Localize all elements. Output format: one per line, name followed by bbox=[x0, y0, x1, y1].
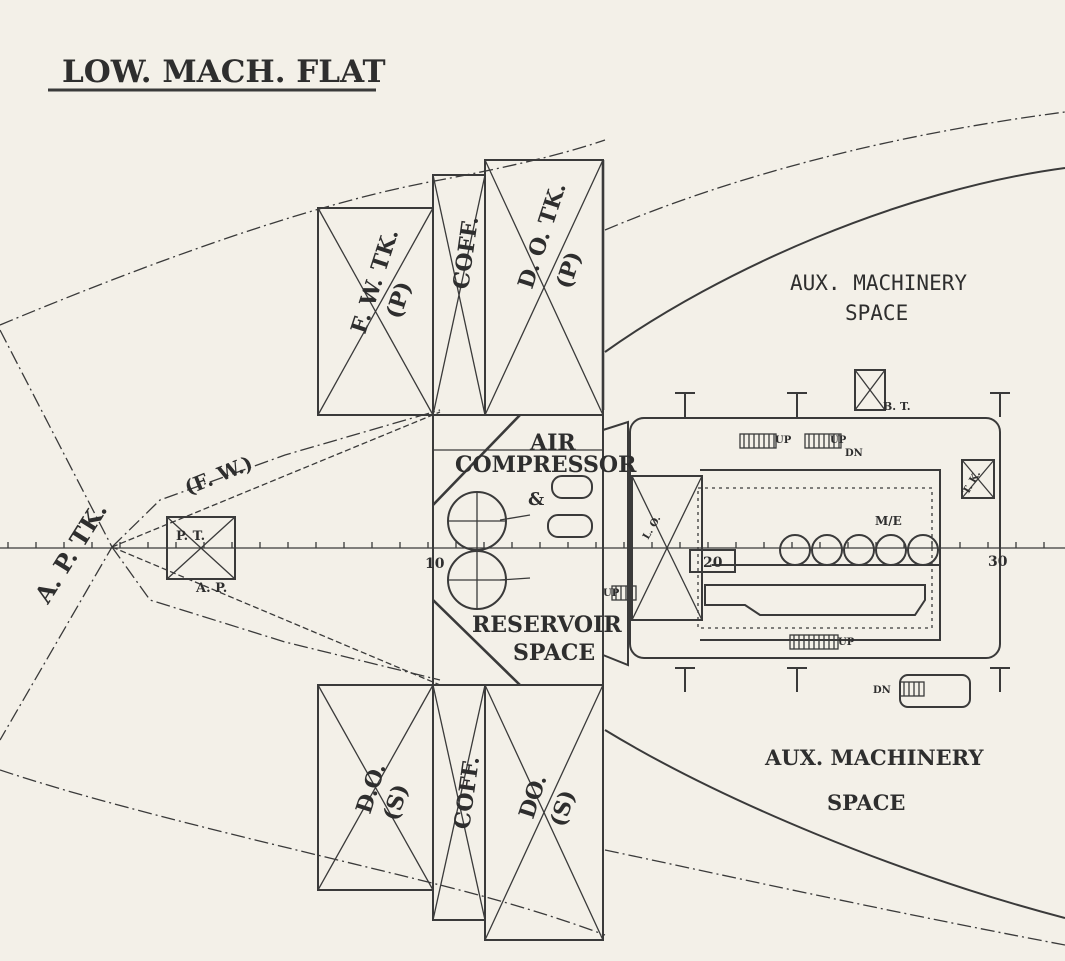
do-s-right-side: (S) bbox=[545, 787, 581, 830]
up-label-2: UP bbox=[830, 435, 847, 446]
fw-label: (F. W.) bbox=[181, 451, 256, 500]
engine-room bbox=[611, 369, 1010, 708]
up-label-4: UP bbox=[838, 637, 855, 648]
frame-20-label: 20 bbox=[703, 555, 723, 571]
port-tank-group bbox=[317, 159, 604, 416]
aux-lower-label: AUX. MACHINERY bbox=[764, 745, 984, 770]
engine-cylinder bbox=[843, 534, 875, 566]
ampersand-label: & bbox=[528, 489, 544, 510]
ladder-frame bbox=[611, 585, 637, 601]
aux-upper-label: AUX. MACHINERY bbox=[790, 271, 967, 295]
engine-cylinder bbox=[875, 534, 907, 566]
ladder bbox=[899, 681, 925, 697]
labels: A. P. TK. (F. W.) P. T. A. P. F. W. TK. … bbox=[28, 179, 1008, 831]
stanchion bbox=[675, 392, 695, 417]
reservoir-space-label: SPACE bbox=[513, 640, 595, 666]
frame-10-label: 10 bbox=[425, 556, 445, 572]
air-label: AIR bbox=[529, 430, 576, 456]
me-label: M/E bbox=[875, 514, 902, 528]
ap-mark-label: A. P. bbox=[195, 581, 227, 596]
stanchion bbox=[990, 392, 1010, 417]
hull-outline bbox=[0, 111, 1065, 946]
coff-p-label: COFF. bbox=[448, 215, 484, 291]
ladder bbox=[739, 433, 777, 449]
aux-lower-space: SPACE bbox=[827, 790, 905, 815]
ladder bbox=[611, 585, 637, 601]
dn-label-1: DN bbox=[845, 448, 863, 459]
tank-r-label: T. K. bbox=[961, 469, 983, 496]
up-label-1: UP bbox=[775, 435, 792, 446]
frame-30-label: 30 bbox=[988, 554, 1008, 570]
aux-upper-space: SPACE bbox=[845, 301, 908, 325]
lo-label: L. O. bbox=[641, 514, 663, 542]
pt-label: P. T. bbox=[176, 529, 205, 544]
stanchion bbox=[990, 667, 1010, 692]
ladder-frame bbox=[739, 433, 777, 449]
ap-tank-label: A. P. TK. bbox=[28, 497, 113, 609]
engine-cylinder bbox=[907, 534, 939, 566]
engine-cylinder bbox=[779, 534, 811, 566]
ladder bbox=[804, 433, 842, 449]
reservoir-label: RESERVOIR bbox=[472, 612, 622, 638]
bt-label: B. T. bbox=[883, 400, 911, 413]
up-label-3: UP bbox=[603, 588, 620, 599]
air-compressors bbox=[433, 449, 603, 610]
compressor-label: COMPRESSOR bbox=[455, 452, 637, 478]
stanchion bbox=[787, 667, 807, 692]
centreline bbox=[0, 542, 1065, 549]
do-tank-p-side: (P) bbox=[551, 248, 587, 292]
plan-title: LOW. MACH. FLAT bbox=[62, 54, 386, 90]
pt-box bbox=[166, 516, 236, 580]
stanchion bbox=[675, 667, 695, 692]
ladder-frame bbox=[804, 433, 842, 449]
dn-label-2: DN bbox=[873, 685, 891, 696]
starboard-tank-group bbox=[317, 684, 604, 941]
coff-s-label: COFF. bbox=[449, 755, 485, 831]
engine-cylinder bbox=[811, 534, 843, 566]
ladder bbox=[789, 634, 839, 650]
stanchion bbox=[787, 392, 807, 417]
